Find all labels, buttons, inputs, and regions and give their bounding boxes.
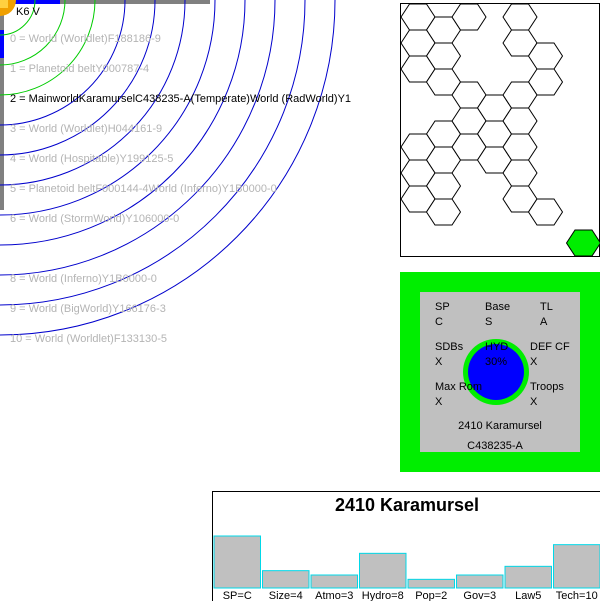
- starport-cell: SP C: [435, 300, 450, 330]
- orbit-label[interactable]: 5 = Planetoid beltF000144-4World (Infern…: [10, 183, 277, 195]
- hex-map[interactable]: [400, 3, 600, 258]
- bar-category-label: SP=C: [223, 590, 252, 601]
- max-rom-value: X: [435, 396, 442, 408]
- star-label: K6 V: [16, 6, 40, 18]
- orbit-label-mainworld[interactable]: 2 = MainworldKaramurselC438235-A(Tempera…: [10, 93, 351, 105]
- orbit-label[interactable]: 10 = World (Worldlet)F133130-5: [10, 333, 167, 345]
- chart-title: 2410 Karamursel: [213, 495, 600, 516]
- bar-category-label: Pop=2: [415, 590, 447, 601]
- bar-category-label: Law5: [515, 590, 541, 601]
- starport-value: C: [435, 316, 443, 328]
- world-name: 2410 Karamursel: [420, 420, 580, 432]
- base-label: Base: [485, 301, 510, 313]
- bar-0: [214, 536, 261, 588]
- starport-label: SP: [435, 301, 450, 313]
- sdbs-label: SDBs: [435, 341, 463, 353]
- hydro-value: 30%: [485, 356, 507, 368]
- tech-level-value: A: [540, 316, 547, 328]
- left-blue-segment: [0, 30, 4, 58]
- max-rom-label: Max Rom: [435, 381, 482, 393]
- uwp-code: C438235-A: [415, 440, 575, 452]
- orbit-ring: [0, 0, 95, 95]
- orbit-label[interactable]: 6 = World (StormWorld)Y106000-0: [10, 213, 179, 225]
- bar-2: [311, 575, 358, 588]
- orbit-label[interactable]: 0 = World (Worldlet)F188186-9: [10, 33, 161, 45]
- bar-1: [263, 571, 310, 588]
- bar-category-label: Gov=3: [463, 590, 496, 601]
- orbit-label[interactable]: 3 = World (Worldlet)H044161-9: [10, 123, 162, 135]
- bar-3: [360, 553, 407, 588]
- bar-category-label: Size=4: [269, 590, 303, 601]
- orbit-label[interactable]: 1 = Planetoid beltY000787-4: [10, 63, 149, 75]
- hydro-cell: HYD 30%: [485, 340, 508, 370]
- troops-value: X: [530, 396, 537, 408]
- sdbs-value: X: [435, 356, 442, 368]
- def-cf-cell: DEF CF X: [530, 340, 570, 370]
- hydro-label: HYD: [485, 341, 508, 353]
- base-value: S: [485, 316, 492, 328]
- bar-category-label: Atmo=3: [315, 590, 353, 601]
- bar-4: [408, 579, 455, 588]
- def-cf-label: DEF CF: [530, 341, 570, 353]
- def-cf-value: X: [530, 356, 537, 368]
- bar-category-label: Hydro=8: [362, 590, 404, 601]
- orbit-label[interactable]: 9 = World (BigWorld)Y166176-3: [10, 303, 166, 315]
- tech-level-label: TL: [540, 301, 553, 313]
- bar-5: [457, 575, 504, 588]
- bar-6: [505, 566, 552, 588]
- orbit-label[interactable]: 4 = World (Hospitable)Y199125-5: [10, 153, 173, 165]
- uwp-bar-chart: SP=C Size=4 Atmo=3 Hydro=8 Pop=2 Gov=3 Law5 Tec…: [212, 491, 600, 601]
- tech-level-cell: TL A: [540, 300, 553, 330]
- bar-7: [554, 545, 600, 588]
- star-core: [0, 0, 8, 8]
- troops-label: Troops: [530, 381, 564, 393]
- orbit-label[interactable]: 8 = World (Inferno)Y1B0000-0: [10, 273, 157, 285]
- bar-category-label: Tech=10: [556, 590, 598, 601]
